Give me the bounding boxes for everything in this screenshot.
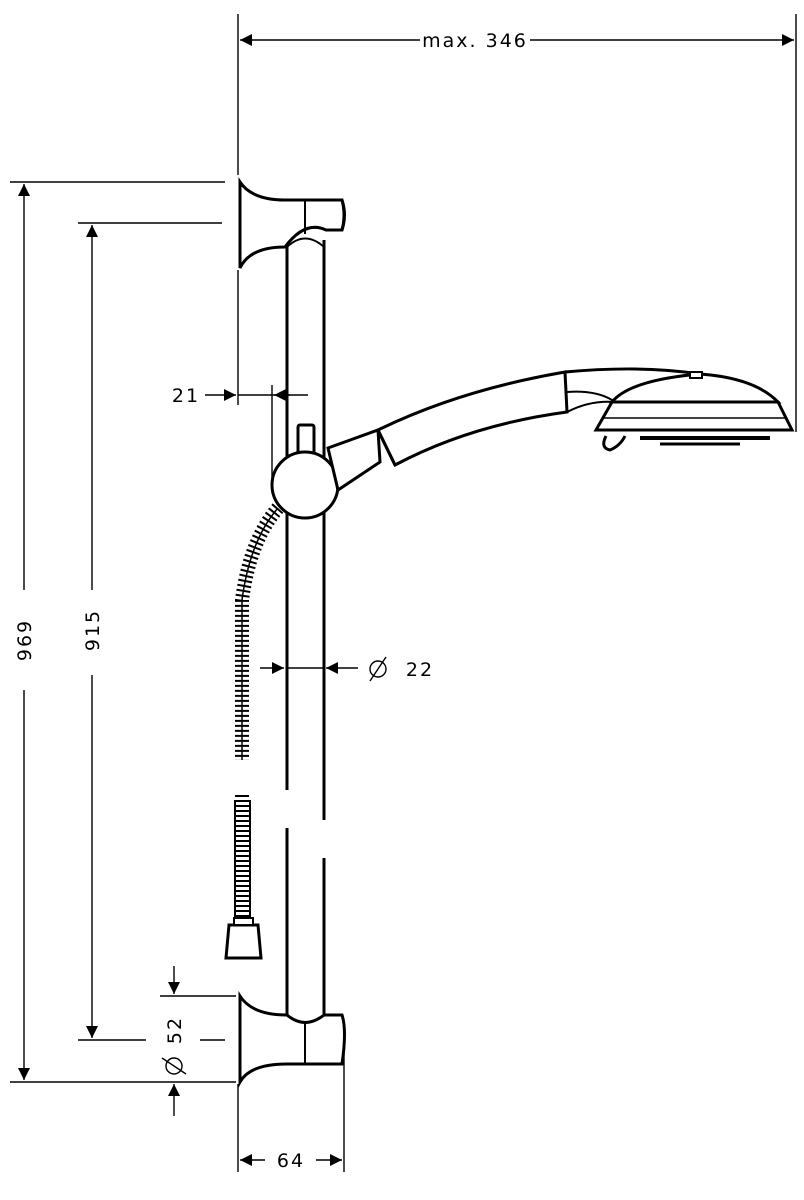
- rail-length-label: 915: [82, 609, 104, 651]
- bracket-diameter-label: 52: [164, 1016, 186, 1044]
- dimension-wall-offset: 21: [172, 270, 308, 480]
- diameter-symbol-icon: [369, 656, 387, 682]
- dimension-rail-length: 915: [78, 222, 222, 1041]
- slider-holder: [270, 423, 340, 520]
- dimension-bracket-diameter: 52: [160, 966, 236, 1116]
- dimension-max-width: max. 346: [237, 14, 797, 432]
- shower-hose: [224, 503, 284, 960]
- dimension-overall-height: 969: [10, 181, 236, 1083]
- hose-end-fitting: [224, 917, 263, 960]
- hand-shower: [326, 367, 795, 493]
- dimension-rail-diameter: 22: [260, 656, 434, 682]
- diameter-symbol-icon: [161, 1057, 187, 1075]
- overall-height-label: 969: [14, 619, 36, 661]
- rail-diameter-label: 22: [406, 659, 434, 681]
- slide-rail: [285, 240, 326, 1025]
- dimension-bracket-projection: 64: [237, 1050, 345, 1172]
- bracket-projection-label: 64: [277, 1150, 305, 1172]
- top-wall-bracket: [238, 177, 346, 269]
- max-width-label: max. 346: [422, 30, 528, 52]
- bottom-wall-bracket: [238, 990, 346, 1088]
- wall-offset-label: 21: [172, 385, 200, 407]
